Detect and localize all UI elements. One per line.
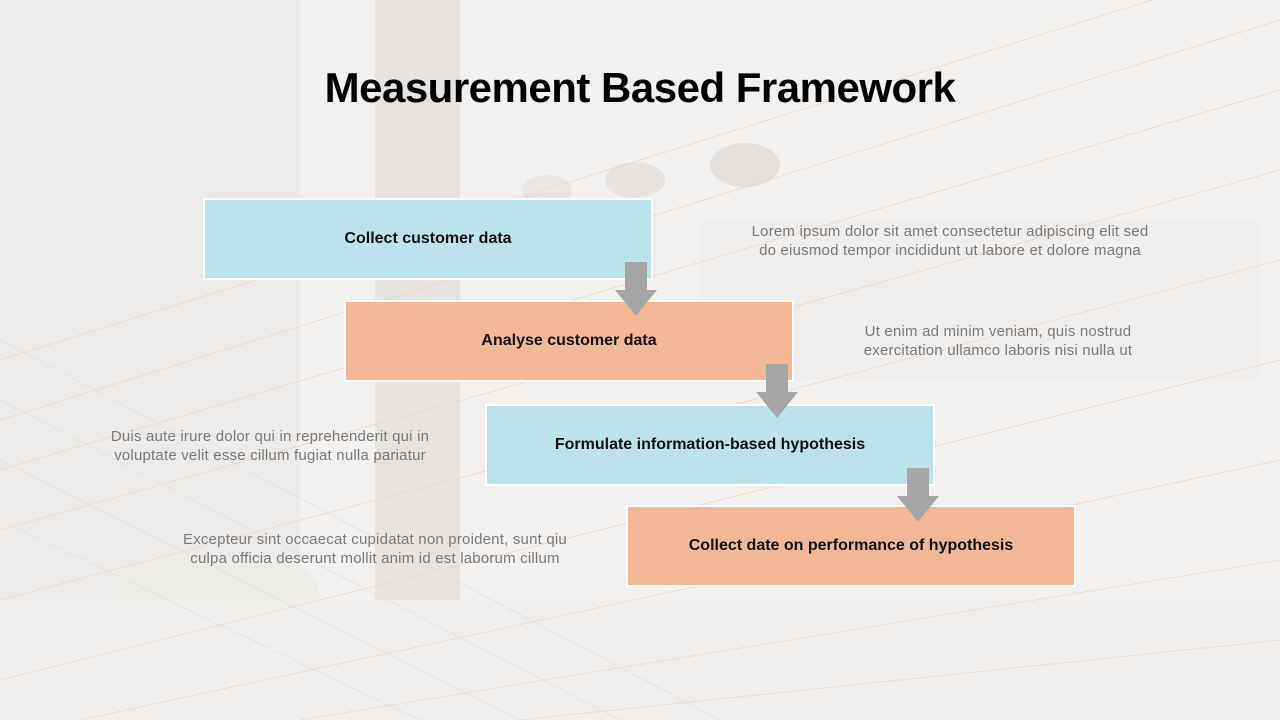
description-line: Lorem ipsum dolor sit amet consectetur a… xyxy=(751,223,1149,240)
step-box-4: Collect date on performance of hypothesi… xyxy=(626,505,1076,587)
description-line: Excepteur sint occaecat cupidatat non pr… xyxy=(183,531,567,548)
description-line: exercitation ullamco laboris nisi nulla … xyxy=(863,342,1133,359)
arrow-down-icon xyxy=(897,468,939,522)
step-box-2: Analyse customer data xyxy=(344,300,794,382)
description-line: do eiusmod tempor incididunt ut labore e… xyxy=(759,242,1141,259)
description-line: voluptate velit esse cillum fugiat nulla… xyxy=(114,447,426,464)
step-box-3: Formulate information-based hypothesis xyxy=(485,404,935,486)
description-line: culpa officia deserunt mollit anim id es… xyxy=(190,550,560,567)
arrow-down-icon xyxy=(615,262,657,316)
step-2-description: Ut enim ad minim veniam, quis nostrud ex… xyxy=(818,322,1178,360)
step-box-1: Collect customer data xyxy=(203,198,653,280)
description-line: Duis aute irure dolor qui in reprehender… xyxy=(110,428,430,445)
description-line: Ut enim ad minim veniam, quis nostrud xyxy=(864,323,1132,340)
step-1-description: Lorem ipsum dolor sit amet consectetur a… xyxy=(700,222,1200,260)
step-4-description: Excepteur sint occaecat cupidatat non pr… xyxy=(130,530,620,568)
slide-title: Measurement Based Framework xyxy=(324,64,956,111)
step-3-description: Duis aute irure dolor qui in reprehender… xyxy=(70,427,470,465)
arrow-down-icon xyxy=(756,364,798,418)
